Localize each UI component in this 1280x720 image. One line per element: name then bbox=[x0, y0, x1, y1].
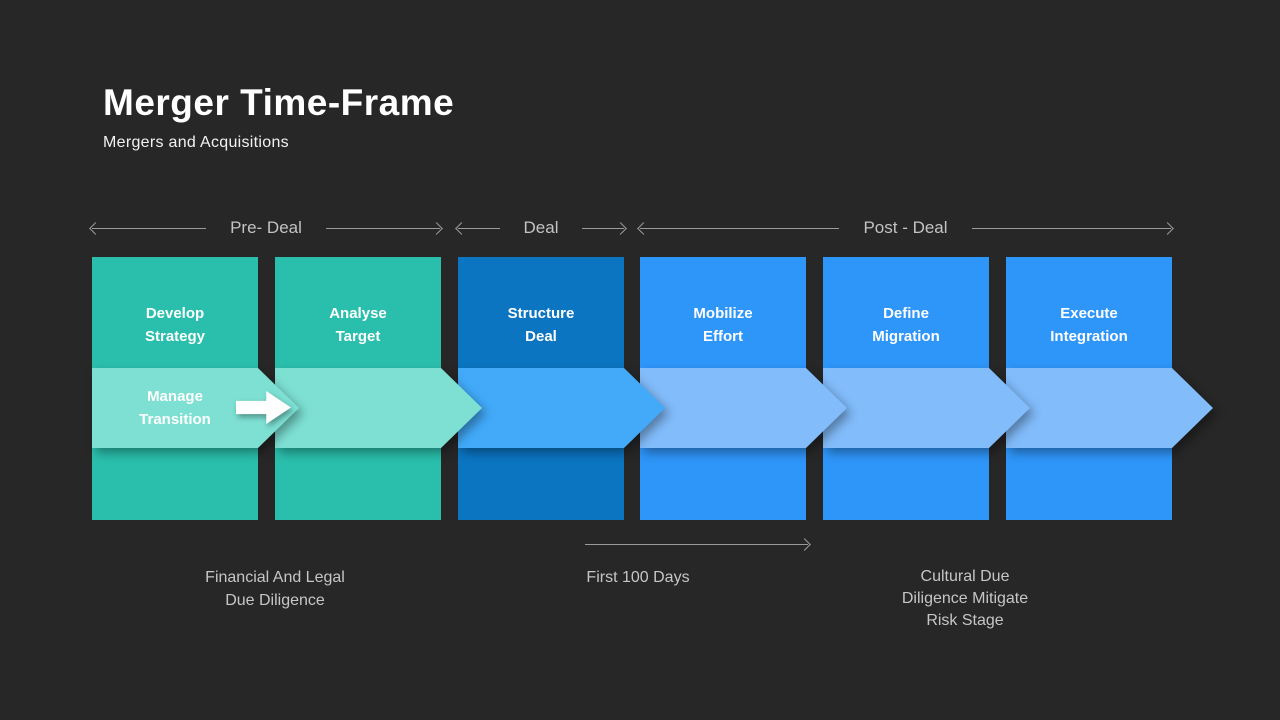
stage-develop-strategy: Develop Strategy Manage Transition bbox=[92, 257, 299, 520]
stage-execute-integration: Execute Integration bbox=[1006, 257, 1213, 520]
stage-chevron bbox=[823, 368, 1030, 448]
arrow-left-icon bbox=[458, 227, 500, 229]
stage-mobilize-effort: Mobilize Effort bbox=[640, 257, 847, 520]
arrow-right-icon bbox=[971, 227, 1171, 229]
stage-chevron bbox=[640, 368, 847, 448]
stage-label: Develop Strategy bbox=[144, 304, 206, 345]
stage-label: Execute Integration bbox=[1050, 304, 1128, 345]
stage-label: Mobilize Effort bbox=[693, 304, 753, 345]
white-right-arrow-icon bbox=[236, 391, 291, 424]
phase-label-pre-deal: Pre- Deal bbox=[230, 218, 302, 237]
arrow-left-icon bbox=[92, 227, 207, 229]
stage-chevron bbox=[1006, 368, 1213, 448]
arrow-left-icon bbox=[640, 227, 840, 229]
stage-label: Structure Deal bbox=[507, 304, 575, 345]
stage-analyse-target: Analyse Target bbox=[275, 257, 482, 520]
page-subtitle: Mergers and Acquisitions bbox=[103, 134, 289, 151]
phase-label-deal: Deal bbox=[523, 218, 559, 237]
arrow-right-icon bbox=[582, 227, 624, 229]
annotation-first-100-days: First 100 Days bbox=[586, 569, 690, 586]
phase-pre-deal: Pre- Deal bbox=[92, 214, 440, 242]
first-100-days-arrow-icon bbox=[585, 544, 808, 545]
annotation-financial-legal-due-diligence: Financial And Legal Due Diligence bbox=[205, 569, 345, 609]
phase-label-post-deal: Post - Deal bbox=[863, 218, 948, 237]
stage-label: Define Migration bbox=[872, 304, 940, 345]
stage-structure-deal: Structure Deal bbox=[458, 257, 665, 520]
phase-post-deal: Post - Deal bbox=[640, 214, 1171, 242]
stage-define-migration: Define Migration bbox=[823, 257, 1030, 520]
annotation-cultural-due-diligence: Cultural Due Diligence Mitigate Risk Sta… bbox=[901, 568, 1029, 629]
phase-deal: Deal bbox=[458, 214, 624, 242]
page-title: Merger Time-Frame bbox=[103, 82, 455, 123]
stage-label: Analyse Target bbox=[329, 304, 387, 345]
stage-chevron bbox=[275, 368, 482, 448]
stage-chevron bbox=[458, 368, 665, 448]
band-label-manage-transition: Manage Transition bbox=[139, 388, 211, 428]
arrow-right-icon bbox=[325, 227, 440, 229]
